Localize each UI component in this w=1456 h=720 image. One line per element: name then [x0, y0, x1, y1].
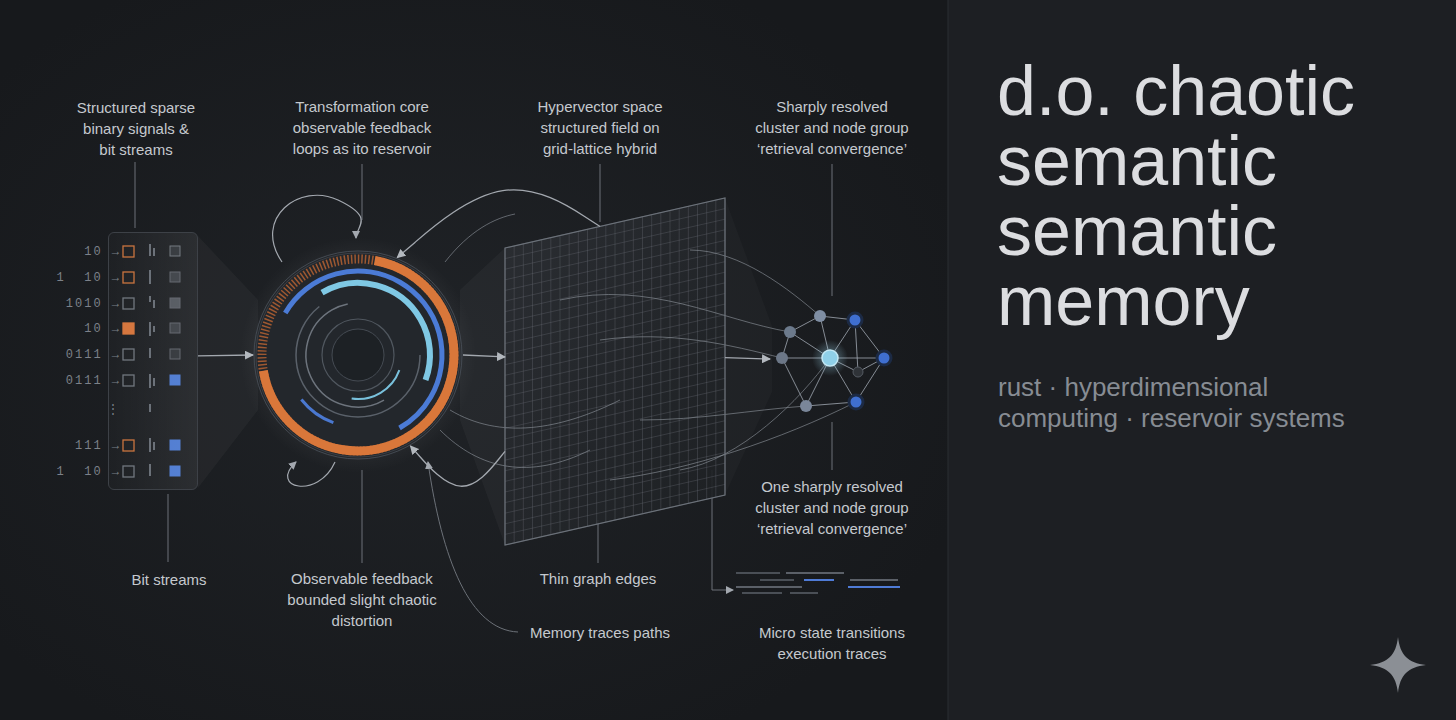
hypervector-plane: Hypervector space structured field on gr…	[505, 198, 725, 545]
trace-curve	[690, 250, 820, 316]
bit-value: ⋮	[31, 402, 121, 418]
callout-label: Transformation core observable feedback …	[284, 96, 440, 159]
callout-label: Micro state transitions execution traces	[749, 622, 915, 664]
sparkle-mark	[1370, 637, 1426, 693]
bit-value: 111 →	[31, 438, 121, 454]
trace-curve	[560, 294, 790, 332]
core-center	[332, 329, 384, 381]
cluster-links	[782, 316, 884, 406]
trace-curve	[610, 402, 856, 480]
trace-curve	[450, 400, 620, 428]
bit-value: 1 10 →	[31, 464, 121, 480]
leader-line	[362, 164, 363, 220]
execution-traces	[736, 572, 900, 594]
flow-arrow	[463, 355, 505, 357]
cyan-ring	[260, 257, 457, 454]
core-glow	[240, 237, 476, 473]
cluster-node	[848, 313, 862, 327]
bit-value: 0111 →	[31, 347, 121, 363]
gray-ring	[296, 293, 420, 417]
flow-arrow	[725, 358, 770, 359]
leader-line	[832, 164, 833, 296]
trace-curves	[440, 214, 856, 480]
callout-label: Structured sparse binary signals & bit s…	[75, 97, 197, 160]
gray-ring	[287, 284, 429, 426]
leader-line	[135, 162, 136, 228]
feedback-loop	[273, 195, 362, 262]
feedback-loop	[288, 462, 335, 486]
callout-label: Observable feedback bounded slight chaot…	[283, 568, 441, 631]
cluster-node	[800, 400, 812, 412]
leader-line	[832, 422, 833, 470]
flow-arrow	[198, 354, 253, 356]
trace-dash	[790, 592, 818, 594]
gray-ring	[322, 319, 394, 391]
blue-ring	[243, 240, 472, 469]
core-outline	[254, 251, 462, 459]
trace-curve	[600, 337, 782, 358]
callout-label: One sharply resolved cluster and node gr…	[754, 476, 910, 539]
flow-arrow	[397, 190, 600, 258]
cluster-node	[814, 310, 826, 322]
blue-ring	[266, 263, 451, 448]
trace-dash	[742, 592, 782, 594]
bit-value: 10 →	[31, 244, 121, 260]
core-disc	[256, 253, 460, 457]
cluster-graph	[776, 310, 891, 412]
trace-dash	[736, 586, 802, 588]
cluster-node	[776, 352, 788, 364]
trace-dash	[848, 586, 900, 588]
orange-ring	[247, 244, 469, 466]
node-cluster: Sharply resolved cluster and node group …	[770, 300, 895, 418]
leader-line	[598, 520, 599, 563]
left-background	[0, 0, 948, 720]
trace-curve	[680, 358, 830, 470]
right-panel	[948, 0, 1456, 720]
callout-label: Thin graph edges	[520, 568, 676, 589]
bit-value: 1 10 →	[31, 270, 121, 286]
trace-dash	[736, 572, 780, 574]
leader-line	[600, 164, 601, 222]
bit-value: 0111 →	[31, 373, 121, 389]
bit-value: 1010 →	[31, 296, 121, 312]
hypervector-plane-outline	[505, 198, 725, 545]
leader-line	[168, 494, 169, 562]
trace-dash	[760, 579, 794, 581]
trace-dash	[804, 579, 834, 581]
cluster-node	[849, 395, 863, 409]
bit-value: 10 →	[31, 321, 121, 337]
title-text: d.o. chaotic semantic semantic memory	[997, 56, 1417, 336]
panel-divider	[948, 0, 949, 720]
cluster-node	[877, 351, 891, 365]
callout-label: Sharply resolved cluster and node group …	[754, 96, 910, 159]
reservoir-core: Transformation core observable feedback …	[253, 250, 463, 460]
cluster-node	[853, 367, 863, 377]
reservoir-core-outline	[253, 250, 463, 460]
cluster-node	[784, 326, 796, 338]
callout-label: Memory traces paths	[515, 622, 685, 643]
callout-label: Hypervector space structured field on gr…	[530, 96, 670, 159]
callout-label: Bit streams	[91, 569, 247, 590]
subtitle-text: rust · hyperdimensional computing · rese…	[998, 372, 1383, 434]
trace-dash	[786, 572, 844, 574]
cyan-ring	[302, 299, 415, 412]
leader-line	[362, 470, 363, 563]
trace-dash	[850, 579, 898, 581]
flow-arrow	[411, 446, 506, 486]
plane-outline	[505, 198, 725, 545]
trace-curve	[440, 430, 590, 467]
hub-node	[822, 350, 838, 366]
hub-glow	[812, 340, 848, 376]
bitstream-panel: Structured sparse binary signals & bit s…	[108, 232, 198, 490]
